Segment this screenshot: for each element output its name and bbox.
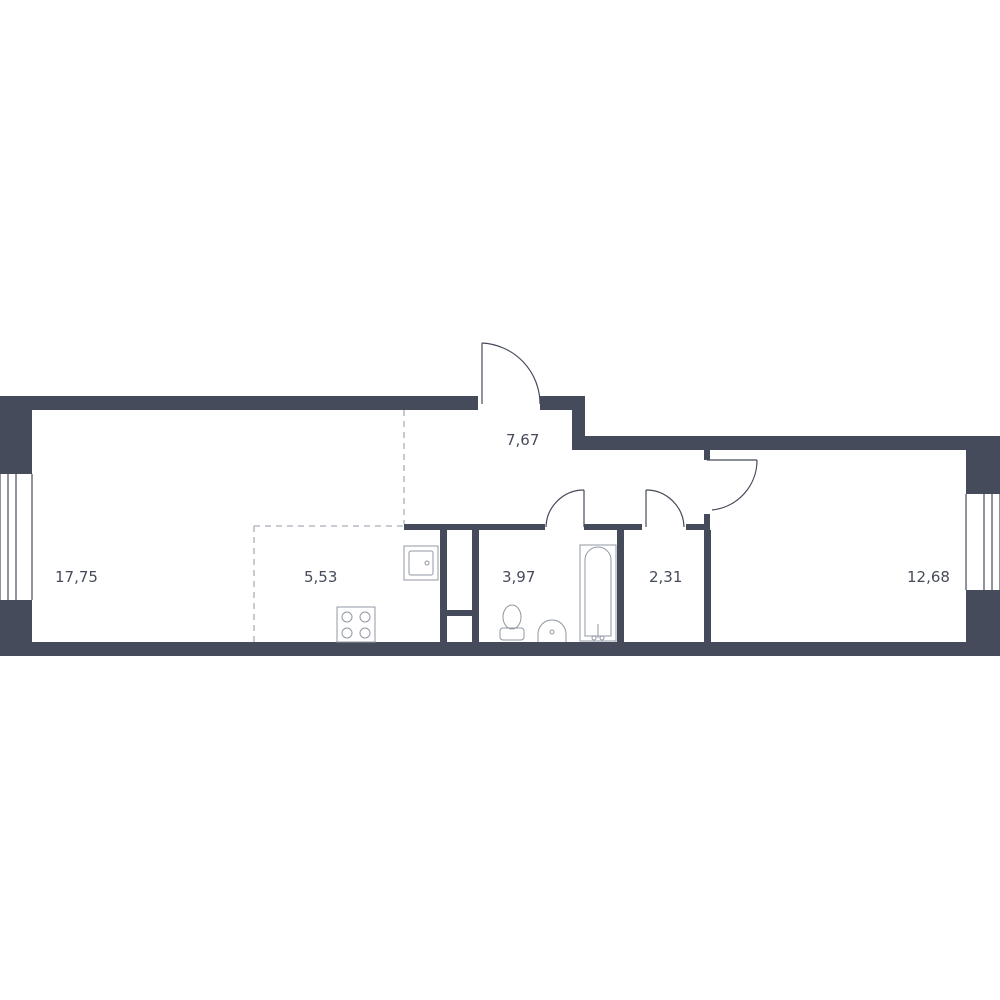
sink-icon — [403, 545, 439, 581]
room-area-bedroom: 12,68 — [907, 568, 950, 586]
zone-dividers — [253, 410, 405, 642]
room-area-storage: 2,31 — [649, 568, 682, 586]
storage-door — [645, 489, 685, 528]
room-area-hallway: 7,67 — [506, 431, 539, 449]
washbasin-icon — [537, 619, 567, 642]
bathtub-icon — [579, 544, 617, 642]
stove-icon — [336, 606, 376, 643]
room-area-kitchen: 5,53 — [304, 568, 337, 586]
bedroom-door — [707, 459, 758, 511]
toilet-icon — [499, 604, 525, 641]
entrance-door — [481, 342, 541, 405]
room-area-bathroom: 3,97 — [502, 568, 535, 586]
outer-walls — [0, 396, 1000, 656]
interior-walls — [404, 450, 711, 642]
window-left — [0, 474, 33, 600]
faucet-icon — [591, 624, 605, 641]
window-right — [965, 494, 1000, 590]
bathroom-door — [545, 489, 585, 528]
room-area-living-room: 17,75 — [55, 568, 98, 586]
